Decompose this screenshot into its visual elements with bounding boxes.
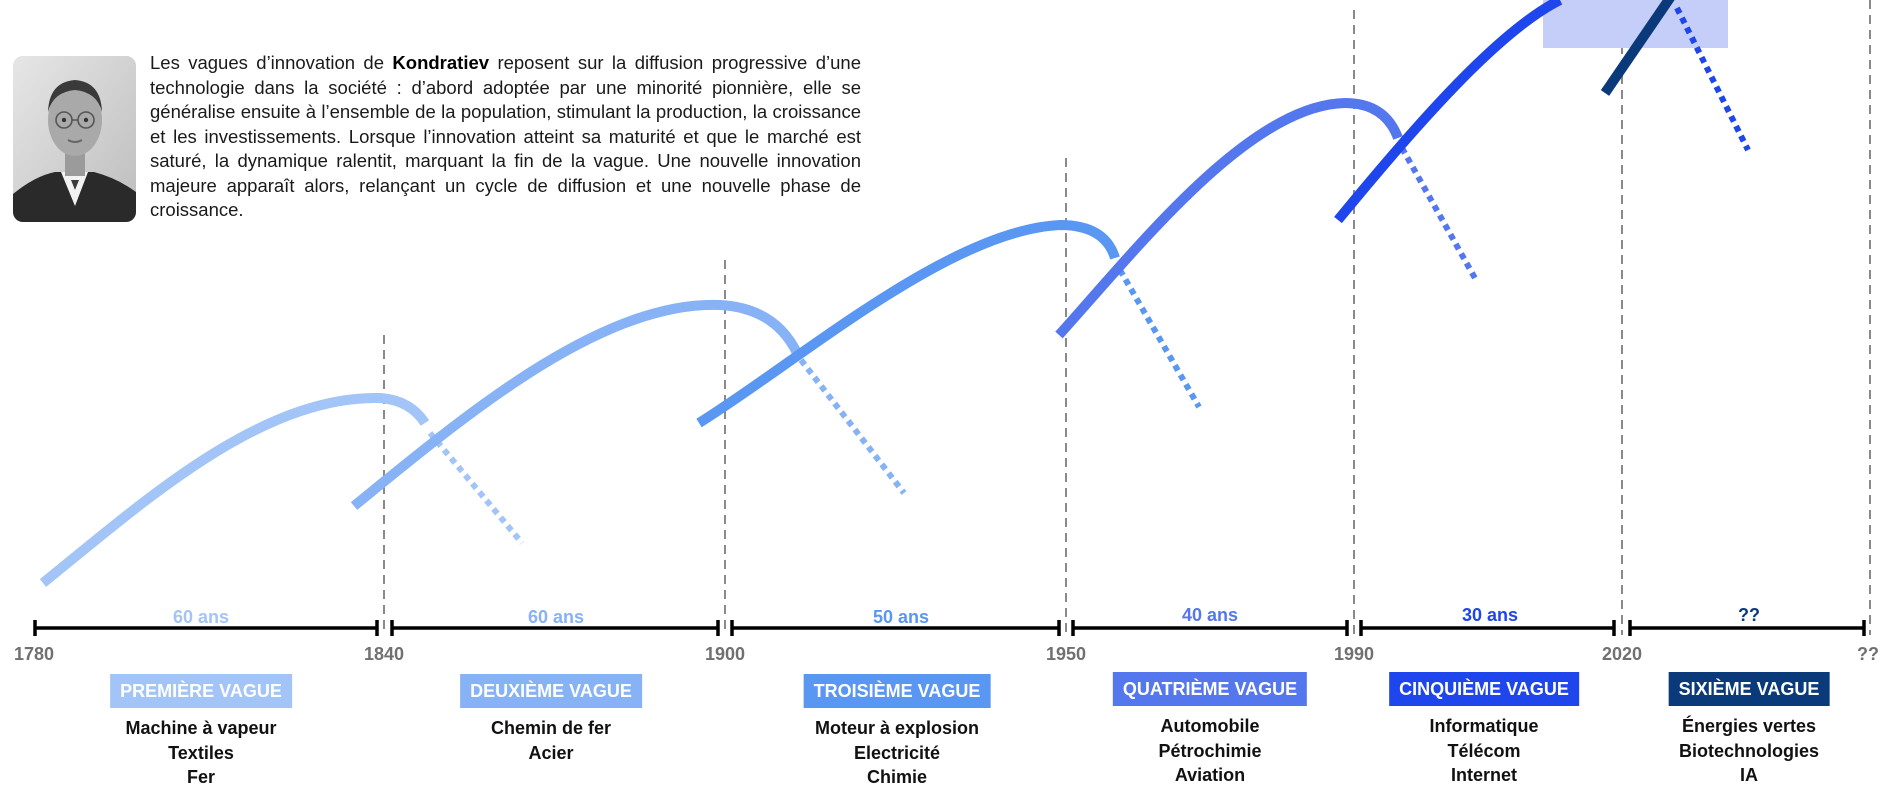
wave-4-duration: 40 ans	[1182, 605, 1238, 625]
wave-6-label: SIXIÈME VAGUE	[1668, 672, 1830, 706]
wave-4-curve	[1055, 97, 1403, 339]
period-6	[1628, 620, 1866, 636]
period-5	[1359, 620, 1616, 636]
year-1840: 1840	[364, 644, 404, 664]
wave-2-items: Chemin de fer Acier	[491, 716, 611, 765]
wave-3-item: Chimie	[866, 767, 927, 787]
intro-prefix: Les vagues d’innovation de	[150, 52, 393, 73]
wave-6-items: Énergies vertes Biotechnologies IA	[1679, 714, 1819, 788]
wave-5-item: Télécom	[1447, 740, 1521, 761]
wave-6-item: Biotechnologies	[1678, 740, 1820, 761]
intro-paragraph: Les vagues d’innovation de Kondratiev re…	[150, 51, 861, 223]
year-2020: 2020	[1602, 644, 1642, 664]
wave-6-duration: ??	[1738, 605, 1760, 625]
intro-text: reposent sur la diffusion progressive d’…	[150, 52, 861, 220]
wave-1-curve	[39, 392, 430, 587]
wave-4-decline	[1399, 146, 1479, 282]
wave-1-item: Machine à vapeur	[125, 718, 277, 738]
wave-3-decline	[1117, 268, 1202, 409]
wave-4-item: Pétrochimie	[1158, 740, 1262, 761]
wave-6-curve	[1600, 0, 1675, 96]
year-unknown: ??	[1857, 644, 1879, 664]
wave-5-item: Internet	[1450, 765, 1518, 785]
wave-2-decline	[798, 358, 907, 495]
period-3	[730, 620, 1061, 636]
wave-5-curve	[1334, 0, 1563, 224]
wave-5-items: Informatique Télécom Internet	[1429, 714, 1538, 788]
wave-5-item: Informatique	[1429, 716, 1539, 736]
wave-1-duration: 60 ans	[173, 607, 229, 627]
wave-1-label: PREMIÈRE VAGUE	[110, 674, 292, 708]
wave-5-label: CINQUIÈME VAGUE	[1389, 672, 1579, 706]
wave-3-item: Moteur à explosion	[814, 718, 980, 738]
wave-5-decline	[1674, 6, 1751, 152]
wave-6-item: Énergies vertes	[1681, 716, 1817, 736]
wave-2-label: DEUXIÈME VAGUE	[460, 674, 642, 708]
wave-3-item: Electricité	[853, 742, 941, 763]
wave-2-duration: 60 ans	[528, 607, 584, 627]
wave-6-item: IA	[1739, 765, 1758, 785]
wave-4-item: Aviation	[1174, 765, 1246, 785]
wave-4-item: Automobile	[1160, 716, 1260, 736]
wave-5-duration: 30 ans	[1462, 605, 1518, 625]
period-4	[1071, 620, 1349, 636]
wave-1-item: Fer	[186, 767, 215, 787]
wave-3-curve	[696, 219, 1120, 428]
portrait-image	[13, 56, 136, 222]
wave-4-label: QUATRIÈME VAGUE	[1112, 672, 1308, 706]
wave-2-item: Acier	[528, 742, 574, 763]
wave-1-item: Textiles	[168, 742, 234, 763]
wave-2-item: Chemin de fer	[490, 718, 612, 738]
year-1950: 1950	[1046, 644, 1086, 664]
intro-name: Kondratiev	[392, 52, 490, 73]
year-1990: 1990	[1334, 644, 1374, 664]
wave-2-curve	[350, 299, 802, 510]
period-2	[390, 620, 720, 636]
wave-1-items: Machine à vapeur Textiles Fer	[125, 716, 276, 790]
kondratiev-portrait	[13, 56, 136, 222]
year-1780: 1780	[14, 644, 54, 664]
wave-3-items: Moteur à explosion Electricité Chimie	[815, 716, 979, 790]
wave-1-decline	[427, 431, 525, 545]
period-1	[33, 620, 379, 636]
wave-3-label: TROISIÈME VAGUE	[803, 674, 991, 708]
wave-4-items: Automobile Pétrochimie Aviation	[1158, 714, 1261, 788]
year-1900: 1900	[705, 644, 745, 664]
wave-3-duration: 50 ans	[873, 607, 929, 627]
